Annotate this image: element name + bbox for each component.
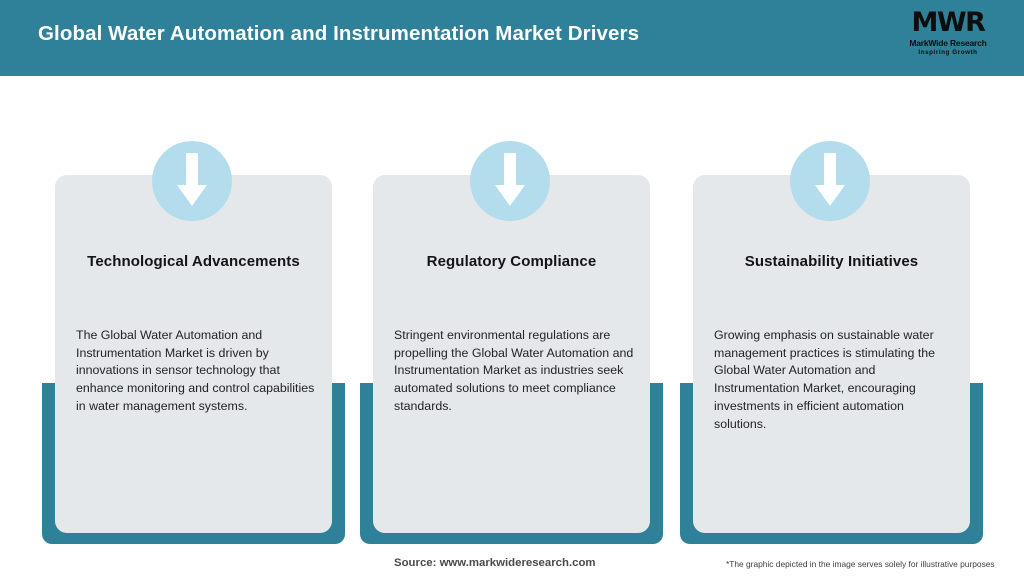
card-title: Technological Advancements bbox=[87, 253, 300, 270]
card-body-text: Stringent environmental regulations are … bbox=[394, 328, 634, 413]
logo-company-name: MarkWide Research bbox=[909, 38, 987, 48]
card-title: Sustainability Initiatives bbox=[744, 253, 919, 270]
card-panel: Technological Advancements The Global Wa… bbox=[55, 175, 332, 533]
logo-tagline: Inspiring Growth bbox=[918, 49, 978, 56]
markwide-research-logo: MWR MarkWide Research Inspiring Growth bbox=[894, 8, 1002, 66]
logo-monogram: MWR bbox=[911, 7, 986, 38]
arrow-down-icon bbox=[790, 141, 870, 221]
driver-card-3: Sustainability Initiatives Growing empha… bbox=[680, 76, 983, 546]
card-body-text: Growing emphasis on sustainable water ma… bbox=[714, 328, 936, 431]
driver-cards-container: Technological Advancements The Global Wa… bbox=[0, 76, 1024, 546]
card-panel: Sustainability Initiatives Growing empha… bbox=[693, 175, 970, 533]
card-panel: Regulatory Compliance Stringent environm… bbox=[373, 175, 650, 533]
driver-card-1: Technological Advancements The Global Wa… bbox=[42, 76, 345, 546]
source-label: Source: www.markwideresearch.com bbox=[394, 557, 596, 569]
driver-card-2: Regulatory Compliance Stringent environm… bbox=[360, 76, 663, 546]
arrow-down-icon bbox=[470, 141, 550, 221]
arrow-down-icon bbox=[152, 141, 232, 221]
card-title: Regulatory Compliance bbox=[426, 253, 597, 270]
card-body-text: The Global Water Automation and Instrume… bbox=[76, 328, 315, 413]
page-header: Global Water Automation and Instrumentat… bbox=[0, 0, 1024, 76]
page-title: Global Water Automation and Instrumentat… bbox=[38, 22, 640, 45]
disclaimer-note: *The graphic depicted in the image serve… bbox=[726, 559, 995, 569]
